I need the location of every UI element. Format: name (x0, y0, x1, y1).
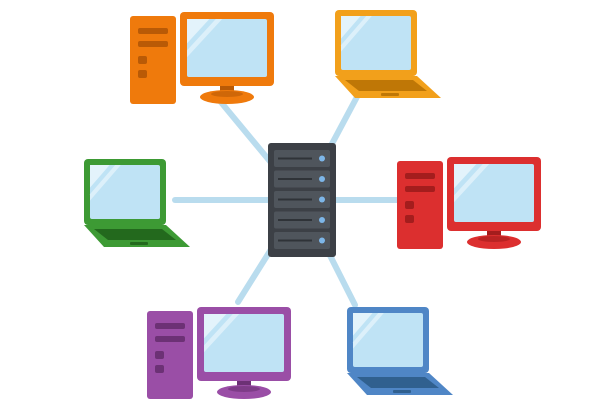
monitor-base-shadow (211, 91, 243, 97)
desktop-computer-icon-middle-right (397, 157, 541, 249)
drive-slot (405, 186, 435, 192)
screen-glare (204, 314, 227, 339)
network-nodes (84, 10, 541, 399)
tower-case (397, 161, 443, 249)
tower-case (130, 16, 176, 104)
desktop-computer-icon-top-left (130, 12, 274, 104)
server-status-light-icon (319, 217, 325, 223)
reset-button (155, 365, 164, 373)
drive-slot (405, 173, 435, 179)
server-hub (268, 143, 336, 257)
laptop-keyboard (94, 229, 176, 240)
server-status-light-icon (319, 155, 325, 162)
screen-glare (90, 165, 121, 201)
reset-button (138, 70, 147, 78)
screen-glare (341, 16, 361, 39)
reset-button (405, 215, 414, 223)
power-button (405, 201, 414, 209)
power-button (155, 351, 164, 359)
laptop-computer-icon-bottom-right (347, 307, 453, 395)
laptop-trackpad (393, 390, 411, 393)
drive-slot (138, 41, 168, 47)
screen-glare (353, 313, 384, 349)
server-status-light-icon (319, 237, 325, 244)
power-button (138, 56, 147, 64)
drive-slot (138, 28, 168, 34)
monitor-base-shadow (478, 236, 510, 242)
monitor-base-shadow (228, 386, 260, 392)
tower-case (147, 311, 193, 399)
laptop-computer-icon-middle-left (84, 159, 190, 247)
server-status-light-icon (319, 176, 325, 182)
laptop-keyboard (357, 377, 439, 388)
drive-slot (155, 323, 185, 329)
laptop-keyboard (345, 80, 427, 91)
drive-slot (155, 336, 185, 342)
screen-glare (90, 165, 110, 188)
laptop-computer-icon-top-right (335, 10, 441, 98)
laptop-trackpad (130, 242, 148, 245)
laptop-trackpad (381, 93, 399, 96)
server-status-light-icon (319, 196, 325, 203)
desktop-computer-icon-bottom-left (147, 307, 291, 399)
